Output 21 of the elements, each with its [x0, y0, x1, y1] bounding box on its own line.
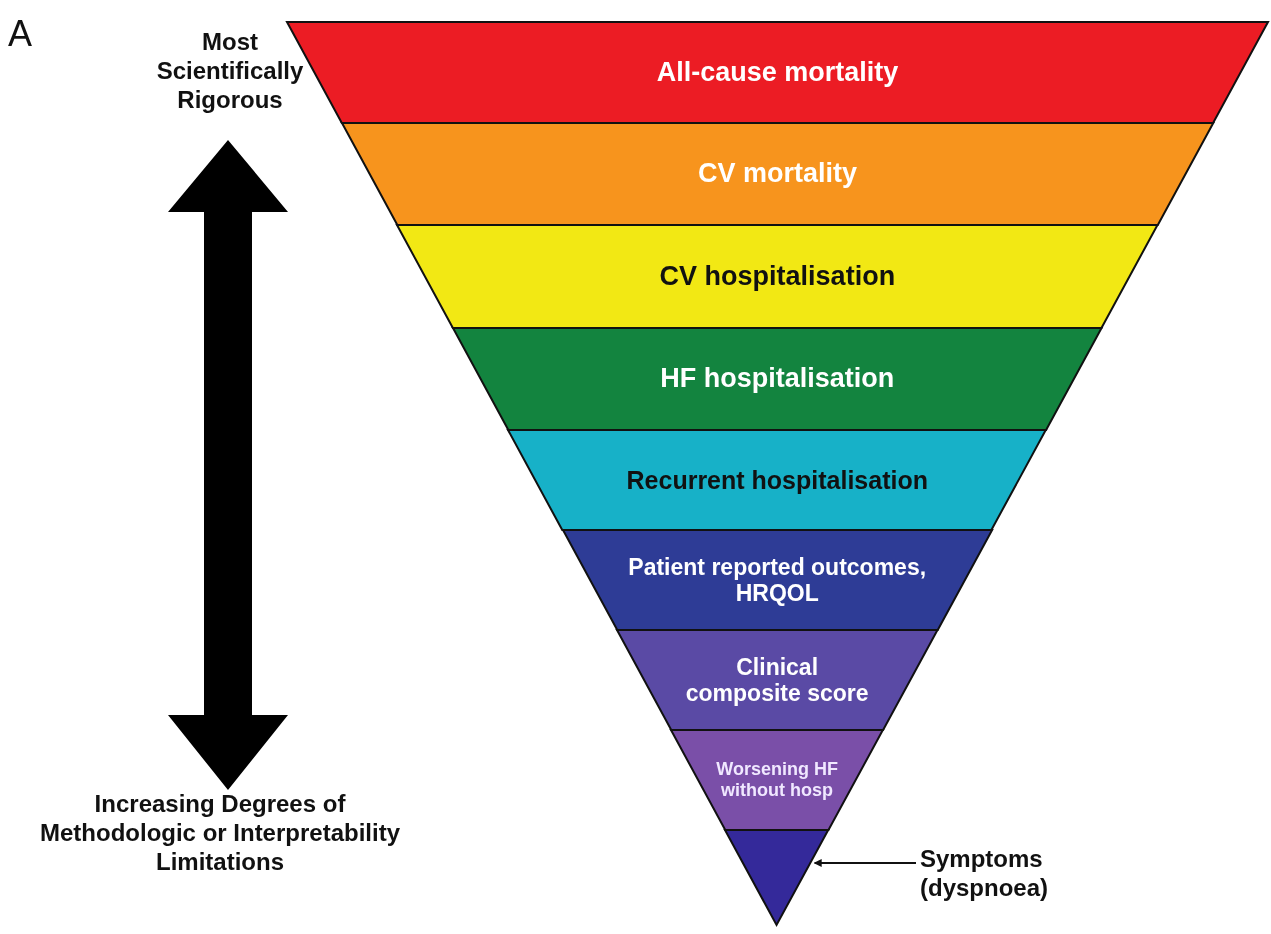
axis-caption: Most Scientifically Rigorous — [155, 28, 305, 115]
pyramid-band — [341, 123, 1214, 225]
pyramid-band — [616, 630, 938, 730]
callout-text: Symptoms (dyspnoea) — [920, 845, 1120, 903]
pyramid-band — [671, 730, 883, 830]
band-label: CV hospitalisation — [658, 261, 897, 292]
band-label: CV mortality — [696, 158, 858, 190]
band-label: Patient reported outcomes, HRQOL — [627, 553, 928, 607]
pyramid-band — [397, 225, 1158, 328]
band-label: HF hospitalisation — [659, 363, 896, 395]
axis-caption: Increasing Degrees of Methodologic or Interpretability Limitations — [39, 790, 401, 877]
band-label: Clinical composite score — [684, 653, 870, 707]
band-label: Recurrent hospitalisation — [625, 465, 929, 495]
pyramid-band — [508, 430, 1047, 530]
band-label: All-cause mortality — [655, 57, 900, 88]
pyramid-band — [562, 530, 992, 630]
panel-letter: A — [8, 12, 33, 56]
pyramid-tip — [725, 830, 829, 925]
pyramid-band — [453, 328, 1102, 430]
arrow — [813, 859, 917, 867]
band-label: Worsening HF without hosp — [715, 759, 839, 801]
